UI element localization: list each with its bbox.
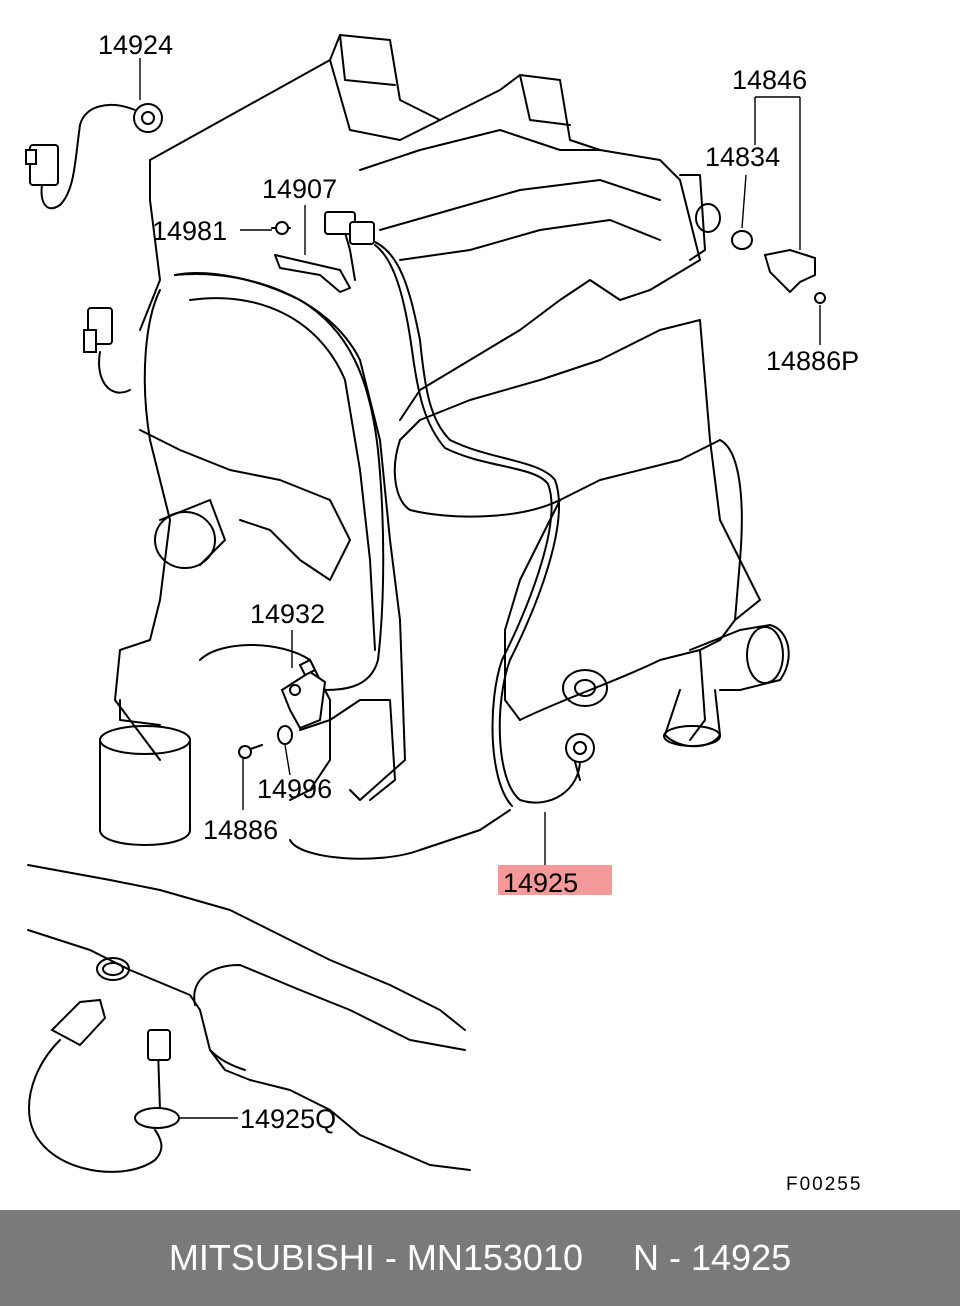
label-14886P[interactable]: 14886P — [766, 346, 859, 376]
leader-lines — [139, 58, 821, 1119]
exhaust-drawing — [27, 864, 471, 1173]
highlight-box — [498, 865, 612, 895]
footer-text: MITSUBISHI - MN153010 N - 14925 — [168, 1237, 792, 1278]
wiring-harness — [174, 239, 581, 807]
label-14886[interactable]: 14886 — [203, 815, 278, 845]
figure-code: F00255 — [786, 1174, 862, 1195]
label-14834[interactable]: 14834 — [705, 142, 780, 172]
parts-diagram: 14924 14846 14834 14907 14981 14886P 149… — [25, 30, 862, 1195]
label-14846[interactable]: 14846 — [732, 65, 807, 95]
footer-bar: MITSUBISHI - MN153010 N - 14925 — [0, 1210, 960, 1306]
label-14924[interactable]: 14924 — [98, 30, 173, 60]
label-14932[interactable]: 14932 — [250, 599, 325, 629]
parts — [25, 103, 826, 781]
label-14907[interactable]: 14907 — [262, 174, 337, 204]
label-14981[interactable]: 14981 — [152, 216, 227, 246]
part-labels: 14924 14846 14834 14907 14981 14886P 149… — [98, 30, 862, 1195]
label-14996[interactable]: 14996 — [257, 774, 332, 804]
label-14925[interactable]: 14925 — [503, 868, 578, 898]
label-14925Q[interactable]: 14925Q — [240, 1104, 336, 1134]
